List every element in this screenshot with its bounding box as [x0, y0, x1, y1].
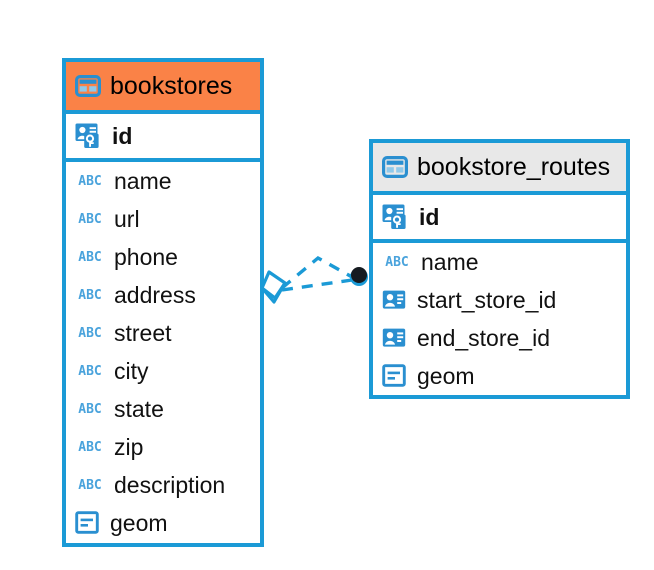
- abc-text-icon: ABC: [78, 173, 102, 189]
- primary-key-section-bookstores: id: [66, 110, 260, 162]
- abc-text-icon: ABC: [385, 254, 409, 270]
- field-row-url[interactable]: ABC url: [66, 200, 260, 238]
- field-label: city: [114, 357, 149, 384]
- abc-text-icon: ABC: [78, 363, 102, 379]
- field-list-bookstore-routes: ABC name start_store_id: [373, 243, 626, 395]
- field-row-state[interactable]: ABC state: [66, 390, 260, 428]
- primary-key-icon: [75, 123, 103, 149]
- field-row-geom[interactable]: geom: [373, 357, 626, 395]
- foreign-key-icon: [382, 289, 408, 311]
- field-row-name[interactable]: ABC name: [373, 243, 626, 281]
- abc-text-icon: ABC: [78, 325, 102, 341]
- field-label: name: [114, 167, 172, 194]
- field-label: id: [112, 122, 133, 149]
- entity-bookstores[interactable]: bookstores: [62, 58, 264, 547]
- primary-key-section-bookstore-routes: id: [373, 191, 626, 243]
- abc-text-icon: ABC: [78, 211, 102, 227]
- relationship-line-upper: [280, 255, 353, 290]
- field-label: geom: [417, 362, 475, 389]
- field-label: start_store_id: [417, 286, 557, 313]
- relationship-line-lower: [281, 278, 353, 292]
- field-row-id[interactable]: id: [373, 195, 626, 239]
- field-label: geom: [110, 509, 168, 536]
- field-row-address[interactable]: ABC address: [66, 276, 260, 314]
- abc-text-icon: ABC: [78, 287, 102, 303]
- field-row-end-store-id[interactable]: end_store_id: [373, 319, 626, 357]
- field-row-start-store-id[interactable]: start_store_id: [373, 281, 626, 319]
- field-row-description[interactable]: ABC description: [66, 466, 260, 504]
- filled-circle-marker: [350, 267, 368, 286]
- field-label: phone: [114, 243, 178, 270]
- field-row-geom[interactable]: geom: [66, 504, 260, 542]
- field-label: name: [421, 248, 479, 275]
- field-row-zip[interactable]: ABC zip: [66, 428, 260, 466]
- abc-text-icon: ABC: [78, 249, 102, 265]
- abc-text-icon: ABC: [78, 401, 102, 417]
- primary-key-icon: [382, 204, 410, 230]
- entity-title: bookstore_routes: [417, 152, 611, 181]
- field-label: url: [114, 205, 140, 232]
- entity-title: bookstores: [110, 71, 233, 100]
- abc-text-icon: ABC: [78, 439, 102, 455]
- foreign-key-icon: [382, 327, 408, 349]
- field-label: address: [114, 281, 196, 308]
- entity-header-bookstores[interactable]: bookstores: [66, 62, 260, 110]
- diamond-crowsfoot-marker: [260, 270, 287, 304]
- field-row-street[interactable]: ABC street: [66, 314, 260, 352]
- entity-bookstore-routes[interactable]: bookstore_routes: [369, 139, 630, 399]
- field-label: id: [419, 203, 440, 230]
- field-label: description: [114, 471, 226, 498]
- field-label: end_store_id: [417, 324, 550, 351]
- field-row-phone[interactable]: ABC phone: [66, 238, 260, 276]
- abc-text-icon: ABC: [78, 477, 102, 493]
- field-row-id[interactable]: id: [66, 114, 260, 158]
- field-label: street: [114, 319, 172, 346]
- table-icon: [75, 75, 101, 97]
- field-list-bookstores: ABC name ABC url ABC phone ABC address A…: [66, 162, 260, 542]
- geometry-icon: [382, 364, 408, 388]
- field-row-city[interactable]: ABC city: [66, 352, 260, 390]
- table-icon: [382, 156, 408, 178]
- geometry-icon: [75, 511, 101, 535]
- field-row-name[interactable]: ABC name: [66, 162, 260, 200]
- field-label: state: [114, 395, 164, 422]
- entity-header-bookstore-routes[interactable]: bookstore_routes: [373, 143, 626, 191]
- field-label: zip: [114, 433, 144, 460]
